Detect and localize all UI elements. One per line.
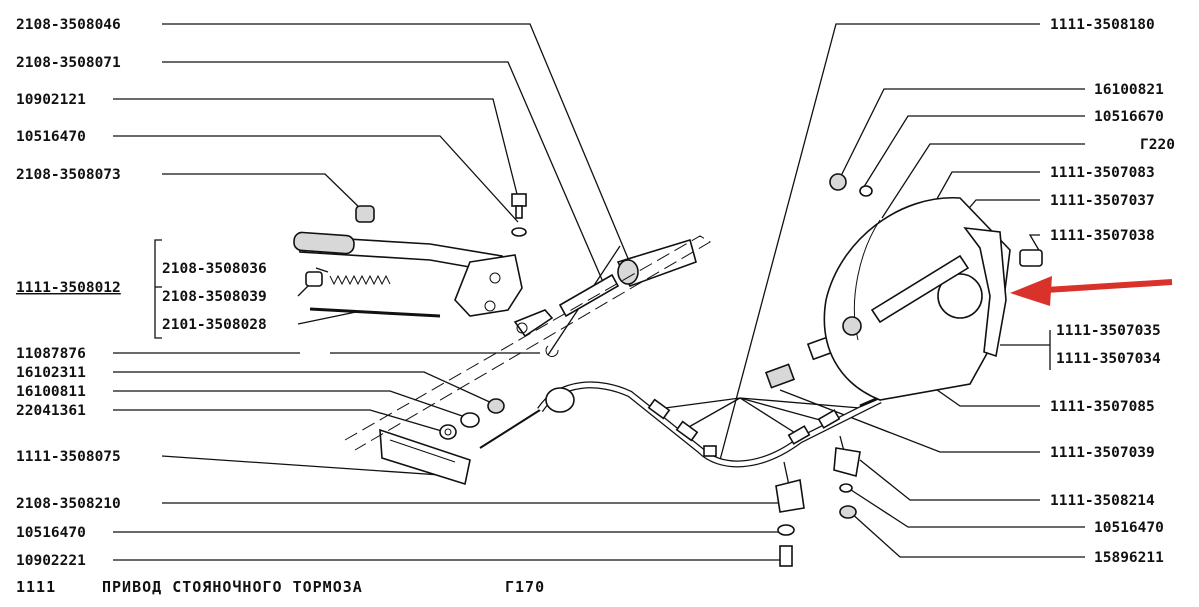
label-left: 2108-3508210 xyxy=(16,496,121,512)
lever-assembly xyxy=(293,193,711,486)
labels-left: 2108-3508046 2108-3508071 10902121 10516… xyxy=(16,17,267,569)
caption: 1111 ПРИВОД СТОЯНОЧНОГО ТОРМОЗА Г170 xyxy=(16,578,545,596)
caption-code: Г170 xyxy=(505,578,545,596)
label-right: 10516670 xyxy=(1094,109,1164,125)
label-left: 2108-3508073 xyxy=(16,167,121,183)
label-left: 2108-3508036 xyxy=(162,261,267,277)
label-left: 1111-3508075 xyxy=(16,449,121,465)
label-right: 10516470 xyxy=(1094,520,1164,536)
label-left: 2108-3508046 xyxy=(16,17,121,33)
label-right: 1111-3507037 xyxy=(1050,193,1155,209)
label-right: 1111-3507035 xyxy=(1056,323,1161,339)
label-right: 1111-3507085 xyxy=(1050,399,1155,415)
cable-assembly xyxy=(479,335,931,567)
label-right: Г220 xyxy=(1140,137,1175,153)
label-right: 1111-3508180 xyxy=(1050,17,1155,33)
brake-shield xyxy=(823,173,1043,401)
label-left: 10902121 xyxy=(16,92,86,108)
label-right: 1111-3507083 xyxy=(1050,165,1155,181)
label-right: 1111-3507034 xyxy=(1056,351,1161,367)
caption-model: 1111 xyxy=(16,578,56,596)
label-left: 10516470 xyxy=(16,129,86,145)
label-right: 1111-3508214 xyxy=(1050,493,1155,509)
label-right: 1111-3507039 xyxy=(1050,445,1155,461)
label-right: 15896211 xyxy=(1094,550,1164,566)
pointer-arrow xyxy=(1010,276,1173,306)
leader-lines xyxy=(113,23,1085,561)
label-left: 2108-3508071 xyxy=(16,55,121,71)
label-right: 1111-3507038 xyxy=(1050,228,1155,244)
label-left: 10902221 xyxy=(16,553,86,569)
label-left: 1111-3508012 xyxy=(16,280,121,296)
label-left: 11087876 xyxy=(16,346,86,362)
label-right: 16100821 xyxy=(1094,82,1164,98)
labels-right: 1111-3508180 16100821 10516670 Г220 1111… xyxy=(1050,17,1175,566)
label-left: 16100811 xyxy=(16,384,86,400)
label-left: 16102311 xyxy=(16,365,86,381)
label-left: 2101-3508028 xyxy=(162,317,267,333)
label-left: 10516470 xyxy=(16,525,86,541)
label-left: 2108-3508039 xyxy=(162,289,267,305)
label-left: 22041361 xyxy=(16,403,86,419)
caption-title: ПРИВОД СТОЯНОЧНОГО ТОРМОЗА xyxy=(102,578,363,596)
